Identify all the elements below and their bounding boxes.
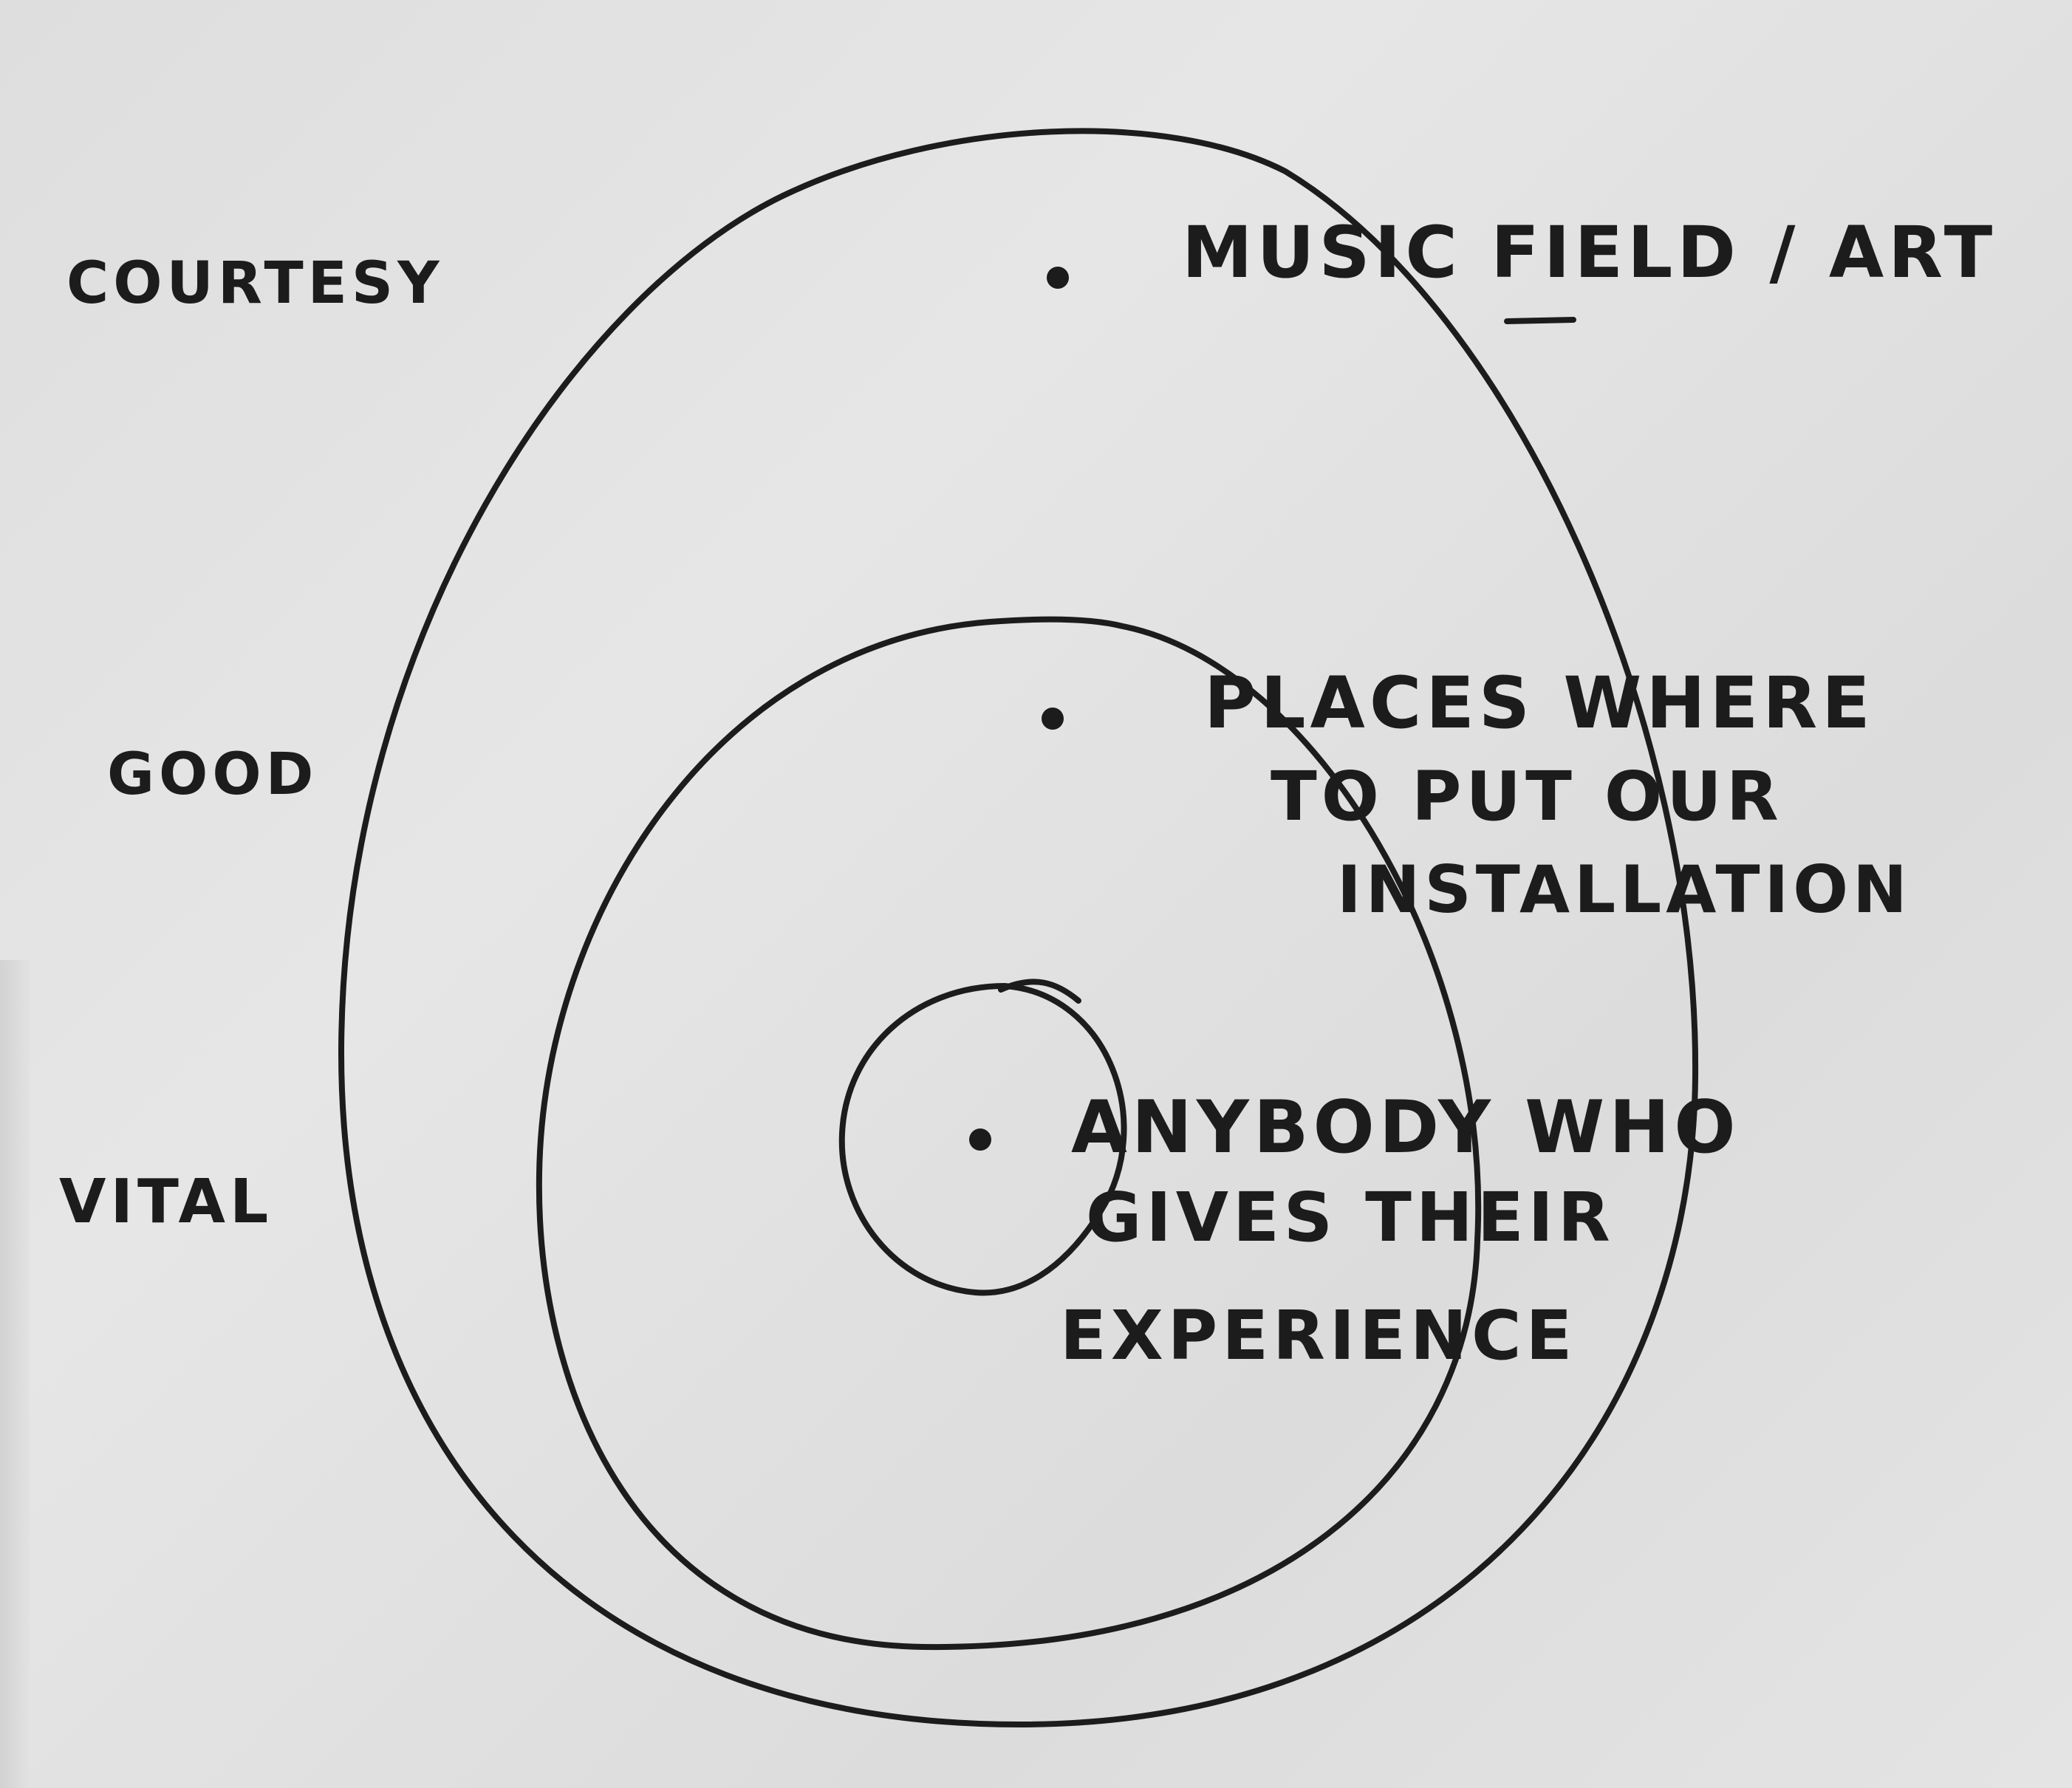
inner-ring-label-line-1: ANYBODY WHO <box>1071 1086 1740 1170</box>
middle-ring-label-line-1: PLACES WHERE <box>1204 662 1875 744</box>
middle-ring-dot <box>1042 708 1064 730</box>
paper-edge <box>0 960 30 1788</box>
outer-ring <box>338 128 1699 1727</box>
side-label-vital: VITAL <box>59 1167 273 1237</box>
inner-ring-label-line-2: GIVES THEIR <box>1086 1178 1615 1257</box>
middle-ring-label-line-2: TO PUT OUR <box>1271 757 1783 836</box>
side-label-good: GOOD <box>107 741 318 808</box>
inner-ring-dot <box>969 1128 991 1151</box>
side-label-courtesy: COURTESY <box>66 250 444 317</box>
middle-ring-label-line-3: INSTALLATION <box>1337 852 1912 928</box>
inner-ring <box>838 983 1127 1296</box>
middle-ring <box>536 616 1482 1651</box>
outer-ring-label: MUSIC FIELD / ART <box>1182 211 1997 294</box>
inner-ring-label-line-3: EXPERIENCE <box>1060 1296 1576 1375</box>
outer-ring-dot <box>1047 267 1069 289</box>
stray-tick <box>1504 317 1576 324</box>
inner-ring-overlap <box>998 979 1081 1004</box>
